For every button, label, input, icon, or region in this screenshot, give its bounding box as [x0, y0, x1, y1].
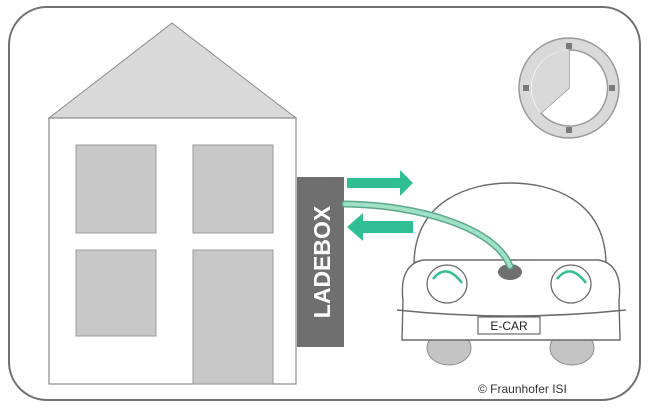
- car-plate-text: E-CAR: [490, 319, 528, 333]
- car-charging-port: [498, 264, 522, 280]
- house-window-top-right: [192, 144, 274, 234]
- house-door: [192, 249, 274, 385]
- house: [47, 22, 298, 385]
- house-window-top-left: [75, 144, 157, 234]
- arrow-right-icon: [347, 170, 413, 196]
- ladebox: LADEBOX: [297, 177, 344, 347]
- copyright-label: © Fraunhofer ISI: [478, 382, 567, 396]
- ladebox-label: LADEBOX: [309, 205, 335, 318]
- ladebox-body: [297, 177, 344, 347]
- car-license-plate: [477, 316, 541, 335]
- clock-icon: [518, 37, 620, 139]
- e-car: E-CAR: [396, 182, 627, 366]
- house-window-bottom-left: [75, 249, 157, 337]
- arrow-left-icon: [347, 213, 413, 241]
- car-bumper: [396, 309, 627, 317]
